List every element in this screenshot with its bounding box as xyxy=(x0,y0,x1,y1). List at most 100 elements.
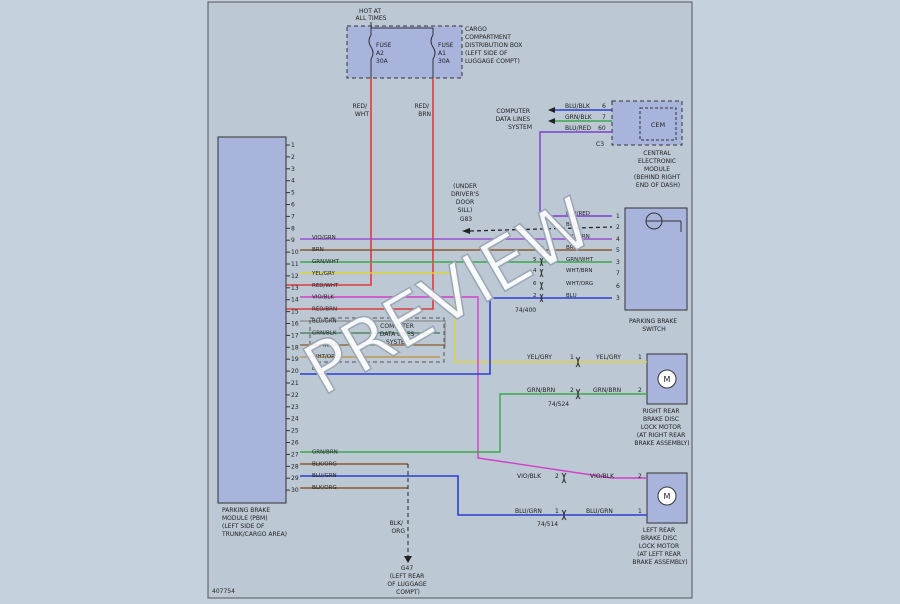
parking-brake-module: 1234567891011121314151617181920212223242… xyxy=(217,136,299,538)
left-motor-blu-grn: BLU/GRN xyxy=(515,508,542,515)
pbm-pin-3: 3 xyxy=(291,166,295,173)
pbm-body xyxy=(217,136,287,504)
cem-pin-6: 6 xyxy=(602,103,606,110)
pbm-pin-26: 26 xyxy=(291,440,299,447)
arrow-icon xyxy=(548,107,555,113)
pbm-wire-label: GRN/BLK xyxy=(312,330,337,336)
motor-icon xyxy=(657,486,677,506)
pbm-wire-label: GRN/BRN xyxy=(312,449,338,455)
switch-pin-4: 4 xyxy=(616,236,620,243)
pbm-pin-29: 29 xyxy=(291,475,299,482)
left-motor-pin-2b: 2 xyxy=(638,473,642,480)
pbm-label: PARKING BRAKE MODULE (PBM) (LEFT SIDE OF… xyxy=(221,507,287,538)
central-electronic-module: CEM C3 CENTRAL ELECTRONIC MODULE (BEHIND… xyxy=(496,100,683,217)
pbm-wire-label: RED/BRN xyxy=(312,307,337,313)
pbm-pin-11: 11 xyxy=(291,261,299,268)
pbm-wire-label: VIO/BLK xyxy=(312,295,334,301)
ground-g47-label: G47 (LEFT REAR OF LUGGAGE COMPT) xyxy=(387,565,428,596)
switch-mid-pin-5: 5 xyxy=(533,257,537,263)
ground-g83: (UNDER DRIVER'S DOOR SILL) G83 xyxy=(451,183,613,234)
pbm-pin-5: 5 xyxy=(291,190,295,197)
right-motor-label: RIGHT REAR BRAKE DISC LOCK MOTOR (AT RIG… xyxy=(634,408,689,447)
pbm-pin-14: 14 xyxy=(291,297,299,304)
cem-pin-7: 7 xyxy=(602,114,606,121)
pbm-wire-label: BLK/ORG xyxy=(312,461,337,467)
pbm-pin-4: 4 xyxy=(291,178,295,185)
right-motor-yel-gry-2: YEL/GRY xyxy=(595,354,621,361)
connector-symbol xyxy=(539,281,544,291)
pbm-wire-labels: VIO/GRN BRN GRN/WHT YEL/GRY RED/WHT VIO/BLK RE… xyxy=(311,235,340,491)
pbm-pin-16: 16 xyxy=(291,321,299,328)
switch-mid-pin-2: 2 xyxy=(533,293,537,299)
switch-wire-label: WHT/ORG xyxy=(566,281,593,287)
switch-wire-label: WHT/BRN xyxy=(566,268,593,274)
pbm-wire-label: BLU/GRN xyxy=(312,473,337,479)
left-motor-pin-1b: 1 xyxy=(638,508,642,515)
switch-connector-label: 74/400 xyxy=(515,307,536,314)
cargo-distribution-box-label: CARGO COMPARTMENT DISTRIBUTION BOX (LEFT… xyxy=(465,26,524,65)
right-motor-pin-1: 1 xyxy=(570,354,574,361)
red-wht-label: RED/ WHT xyxy=(352,103,369,118)
red-wht-wire xyxy=(284,78,372,286)
pbm-pin-22: 22 xyxy=(291,392,299,399)
right-motor-grn-brn: GRN/BRN xyxy=(527,387,555,394)
pbm-pin-27: 27 xyxy=(291,451,299,458)
right-motor-grn-brn-2: GRN/BRN xyxy=(593,387,621,394)
switch-mid-pin-6: 6 xyxy=(533,281,537,287)
pbm-wire-label: VIO/GRN xyxy=(312,235,336,241)
fuse-a2-label: FUSE A2 30A xyxy=(376,42,393,65)
pbm-wire-label: WHT/BRN xyxy=(312,342,339,348)
ground-g47-wire: BLK/ ORG xyxy=(390,520,406,535)
cem-wire-blu-red: BLU/RED xyxy=(565,125,592,132)
fuse-a1-label: FUSE A1 30A xyxy=(438,42,455,65)
pbm-pin-19: 19 xyxy=(291,356,299,363)
red-brn-wire xyxy=(284,78,434,310)
pbm-wires: COMPUTER DATA LINES SYSTEM xyxy=(300,238,613,560)
pbm-pin-28: 28 xyxy=(291,463,299,470)
cem-label: CENTRAL ELECTRONIC MODULE (BEHIND RIGHT … xyxy=(634,150,682,189)
left-motor-connector: 74/514 xyxy=(537,521,558,528)
red-brn-label: RED/ BRN xyxy=(414,103,431,118)
left-motor-blu-grn-2: BLU/GRN xyxy=(586,508,613,515)
connector-symbol xyxy=(539,257,544,267)
pbm-pin-25: 25 xyxy=(291,428,299,435)
right-rear-lock-motor: M YEL/GRY YEL/GRY 1 1 GRN/BRN GRN/BRN 2 … xyxy=(526,353,690,447)
ground-g83-label: (UNDER DRIVER'S DOOR SILL) G83 xyxy=(451,183,481,223)
pbm-pin-12: 12 xyxy=(291,273,299,280)
ground-g47: BLK/ ORG G47 (LEFT REAR OF LUGGAGE COMPT… xyxy=(387,520,428,596)
switch-wire-label: BLU/RED xyxy=(566,211,590,217)
pbm-pin-7: 7 xyxy=(291,213,295,220)
connector-symbol xyxy=(539,268,544,278)
pbm-wire-label: BLU/GRN xyxy=(312,319,337,325)
switch-wire-label: BRN xyxy=(566,245,578,251)
pbm-pin-20: 20 xyxy=(291,368,299,375)
pbm-wire-label: GRN/WHT xyxy=(312,259,340,265)
ground-arrow-icon xyxy=(462,228,470,234)
pbm-pin-15: 15 xyxy=(291,309,299,316)
diagram-id: 407754 xyxy=(212,588,235,595)
fuse-a1-symbol xyxy=(430,34,436,78)
left-motor-pin-1: 1 xyxy=(555,508,559,515)
switch-wire-label: GRN/WHT xyxy=(566,257,594,263)
pbm-wire-label: BRN xyxy=(312,247,324,253)
switch-pin-6: 6 xyxy=(616,283,620,290)
switch-mid-pin-7: 7 xyxy=(533,245,537,251)
left-motor-pin-2: 2 xyxy=(555,473,559,480)
pbm-pin-2: 2 xyxy=(291,154,295,161)
switch-pin-1: 1 xyxy=(616,213,620,220)
fuse-box-outline xyxy=(346,25,463,79)
switch-mid-pin-4: 4 xyxy=(533,268,537,274)
pbm-pin-23: 23 xyxy=(291,404,299,411)
left-motor-label: LEFT REAR BRAKE DISC LOCK MOTOR (AT LEFT… xyxy=(632,527,687,566)
cem-computer-data-lines-label: COMPUTER DATA LINES SYSTEM xyxy=(496,108,533,131)
pbm-wire-label: YEL/GRY xyxy=(311,271,335,277)
switch-wire-label: BLK xyxy=(566,222,577,228)
pbm-pin-30: 30 xyxy=(291,487,299,494)
ground-arrow-icon xyxy=(404,556,412,563)
cem-pin-60: 60 xyxy=(598,125,606,132)
switch-pin-5: 5 xyxy=(616,247,620,254)
right-motor-pin-2b: 2 xyxy=(638,387,642,394)
cem-wire-blu-blk: BLU/BLK xyxy=(565,103,591,110)
pbm-wire-label: RED/WHT xyxy=(312,283,339,289)
